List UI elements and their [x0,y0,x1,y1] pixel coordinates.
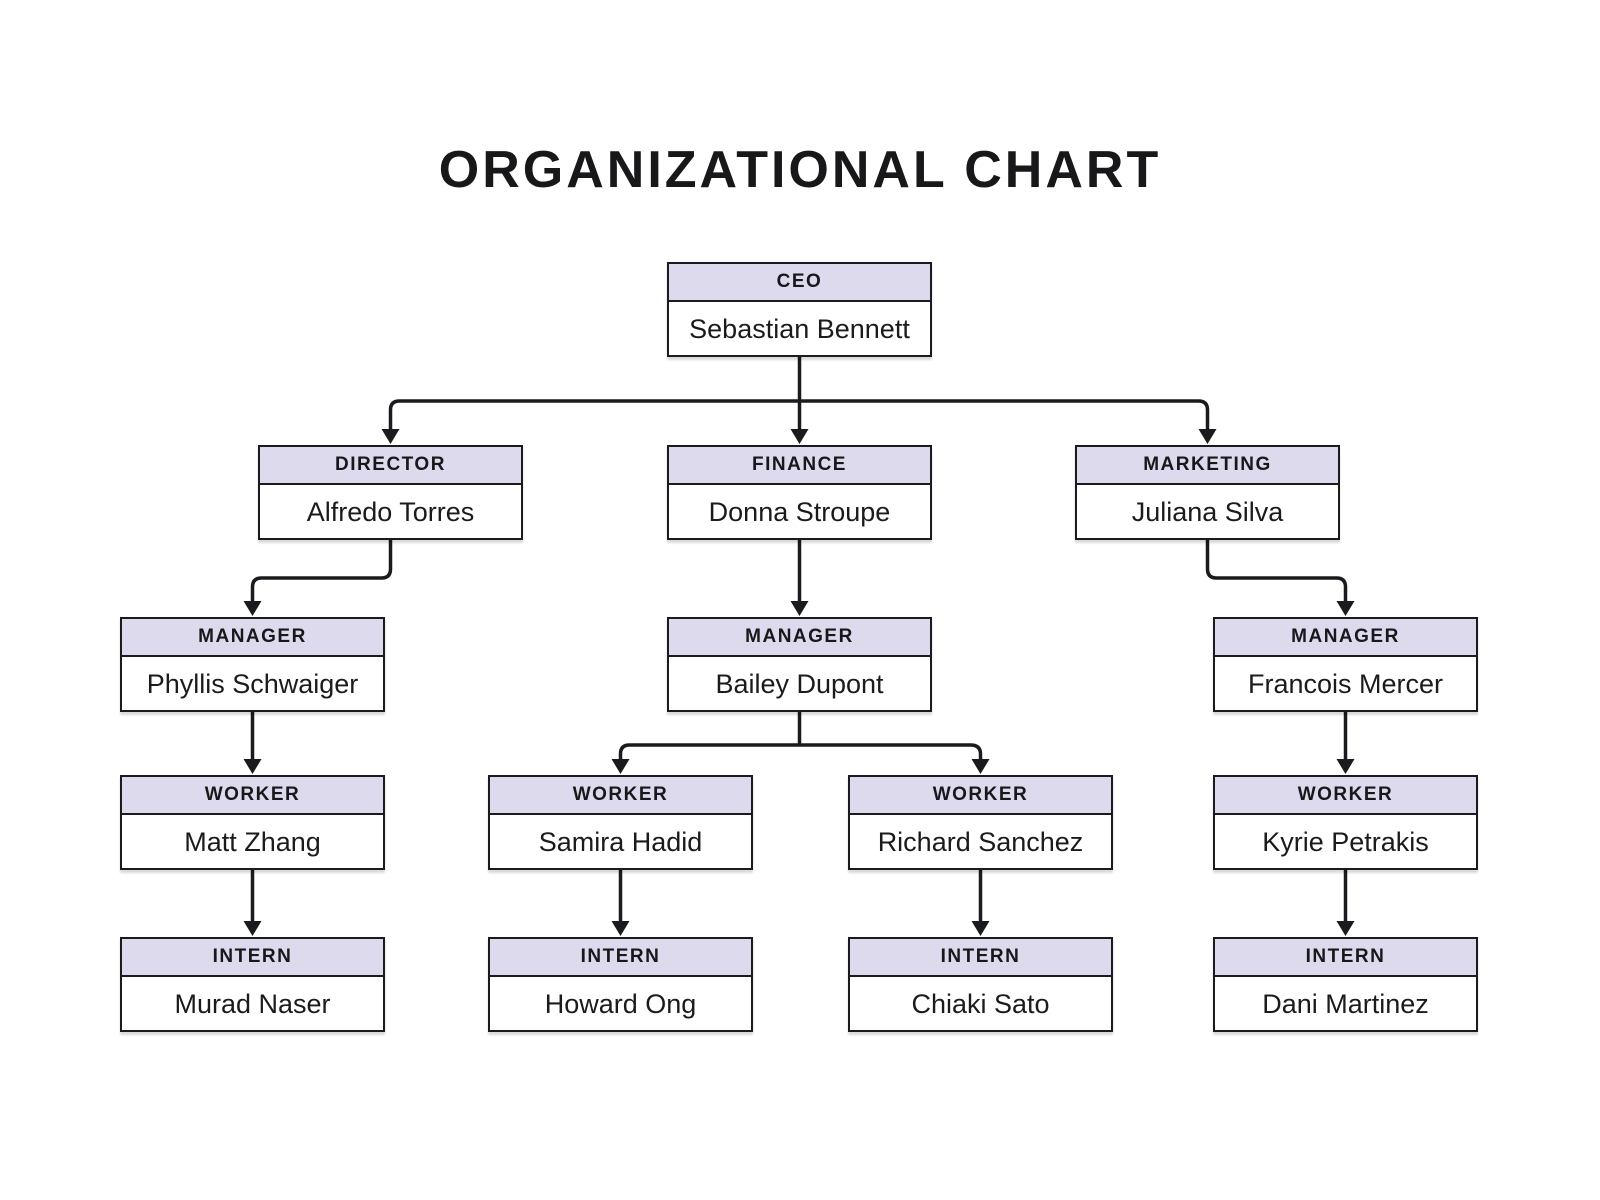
edge-ceo-branch-bar [388,399,1210,430]
node-role-header: MANAGER [1215,619,1476,657]
node-role-header: DIRECTOR [260,447,521,485]
edge-manager2-split-bar [618,743,983,760]
page-title: ORGANIZATIONAL CHART [438,141,1162,199]
node-name: Murad Naser [174,989,331,1019]
node-name: Phyllis Schwaiger [146,669,359,699]
node-role-header: MANAGER [122,619,383,657]
node-name: Howard Ong [544,989,697,1019]
node-intern-2: INTERN Howard Ong [488,937,753,1032]
node-manager-3: MANAGER Francois Mercer [1213,617,1478,712]
arrowhead-worker1 [243,759,262,774]
node-name: Richard Sanchez [877,827,1084,857]
node-role-header: FINANCE [669,447,930,485]
node-role-header: WORKER [850,777,1111,815]
node-name: Bailey Dupont [715,669,884,699]
arrowhead-manager2 [790,601,809,616]
node-name: Donna Stroupe [708,497,891,527]
arrowhead-marketing [1198,429,1217,444]
node-name: Francois Mercer [1247,669,1444,699]
node-name: Dani Martinez [1262,989,1429,1019]
node-role-header: MARKETING [1077,447,1338,485]
node-name: Juliana Silva [1131,497,1284,527]
node-role-header: INTERN [850,939,1111,977]
node-finance: FINANCE Donna Stroupe [667,445,932,540]
node-intern-1: INTERN Murad Naser [120,937,385,1032]
edge-marketing-manager3 [1205,540,1348,602]
arrowhead-worker3 [971,759,990,774]
node-ceo: CEO Sebastian Bennett [667,262,932,357]
node-marketing: MARKETING Juliana Silva [1075,445,1340,540]
node-role-header: CEO [669,264,930,302]
node-director: DIRECTOR Alfredo Torres [258,445,523,540]
node-manager-1: MANAGER Phyllis Schwaiger [120,617,385,712]
node-name: Matt Zhang [184,827,321,857]
arrowhead-finance [790,429,809,444]
node-worker-2: WORKER Samira Hadid [488,775,753,870]
node-role-header: WORKER [1215,777,1476,815]
arrowhead-worker2 [611,759,630,774]
node-role-header: WORKER [490,777,751,815]
node-role-header: WORKER [122,777,383,815]
node-worker-3: WORKER Richard Sanchez [848,775,1113,870]
node-worker-1: WORKER Matt Zhang [120,775,385,870]
node-name: Sebastian Bennett [689,314,910,344]
node-manager-2: MANAGER Bailey Dupont [667,617,932,712]
arrowhead-intern2 [611,921,630,936]
node-name: Kyrie Petrakis [1262,827,1429,857]
arrowhead-director [381,429,400,444]
node-name: Chiaki Sato [911,989,1050,1019]
node-intern-4: INTERN Dani Martinez [1213,937,1478,1032]
arrowhead-intern1 [243,921,262,936]
node-worker-4: WORKER Kyrie Petrakis [1213,775,1478,870]
arrowhead-manager3 [1336,601,1355,616]
node-name: Alfredo Torres [306,497,475,527]
arrowhead-intern4 [1336,921,1355,936]
arrowhead-intern3 [971,921,990,936]
node-role-header: INTERN [122,939,383,977]
edge-director-manager1 [250,540,393,602]
node-intern-3: INTERN Chiaki Sato [848,937,1113,1032]
node-role-header: MANAGER [669,619,930,657]
node-role-header: INTERN [1215,939,1476,977]
node-role-header: INTERN [490,939,751,977]
arrowhead-worker4 [1336,759,1355,774]
node-name: Samira Hadid [538,827,703,857]
arrowhead-manager1 [243,601,262,616]
